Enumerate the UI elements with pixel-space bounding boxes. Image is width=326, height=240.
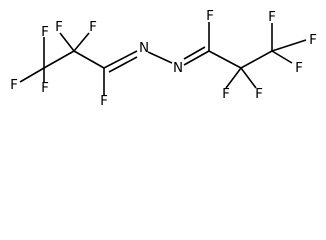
atom-label-f-cf3-top: F [41, 24, 49, 40]
atom-label-f-cf3b-top: F [268, 9, 276, 25]
bond-c1-f-left [19, 67, 45, 83]
bond-n1-n2 [147, 51, 173, 64]
atom-label-f-cn-right: F [206, 8, 214, 24]
atom-label-f-cf3-left: F [10, 77, 18, 93]
bond-c3-n1-outer [103, 50, 138, 69]
bond-c2-f-left [59, 32, 75, 52]
atom-label-f-cn-left: F [100, 93, 108, 109]
atom-label-f-cf2b-left: F [222, 86, 230, 102]
atom-labels: F F F F F F N N F F F F F F [10, 8, 317, 109]
bond-c3-n1-inner [108, 56, 138, 73]
atom-label-f-cf2-left: F [55, 19, 63, 35]
atom-label-n-right: N [173, 60, 183, 76]
bond-c5-f-left [225, 67, 242, 89]
bond-c5-c6 [240, 50, 273, 69]
bond-c6-f-right [271, 39, 307, 52]
bond-c2-c3 [73, 50, 105, 69]
atom-label-f-cf2-right: F [89, 19, 97, 35]
bond-c1-c2 [43, 50, 75, 69]
bond-n2-c4-inner [183, 46, 206, 60]
atom-label-f-cf2b-right: F [255, 86, 263, 102]
bond-n2-c4-outer [183, 50, 210, 66]
atom-label-f-cf3b-right: F [309, 32, 317, 48]
bond-lines [19, 22, 307, 95]
molecule-structure-diagram: F F F F F F N N F F F F F F [10, 8, 317, 109]
bond-c2-f-right [73, 32, 90, 52]
atom-label-f-cf3b-bottom: F [295, 60, 303, 76]
atom-label-n-left: N [139, 40, 149, 56]
bond-c6-f-bottom [271, 50, 293, 64]
atom-label-f-cf3-bottom: F [41, 80, 49, 96]
bond-c5-f-right [240, 67, 257, 89]
bond-c4-c5 [208, 50, 242, 69]
